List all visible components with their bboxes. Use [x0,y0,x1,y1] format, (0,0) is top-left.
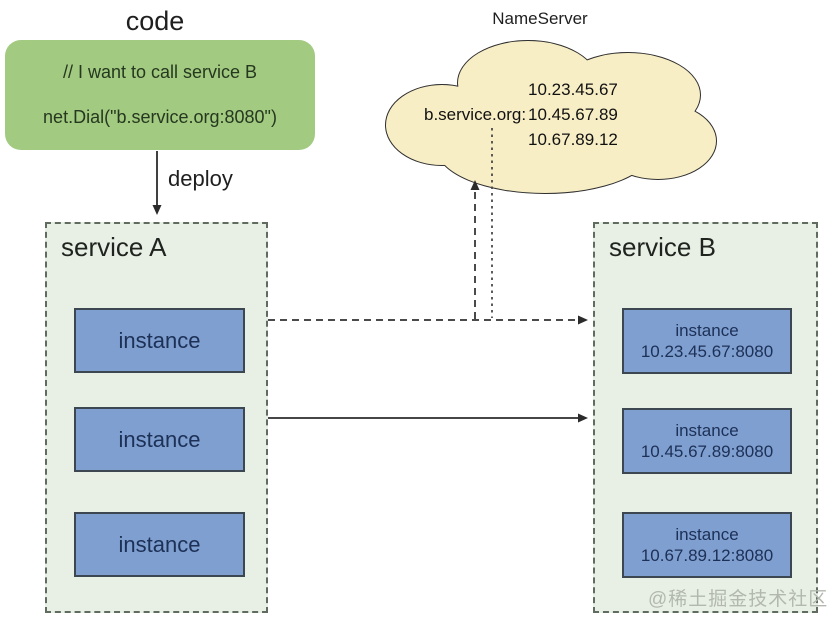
code-call-line: net.Dial("b.service.org:8080") [43,107,277,127]
code-section-title: code [125,6,185,36]
service-b-instance-3: instance 10.67.89.12:8080 [622,512,792,578]
instance-address: 10.23.45.67:8080 [640,342,774,361]
instance-label: instance [118,327,201,353]
nameserver-ip: 10.23.45.67 [528,80,618,99]
deploy-label: deploy [168,166,233,191]
nameserver-domain-label: b.service.org: [424,104,527,124]
nameserver-title: NameServer [492,9,588,28]
watermark: @稀土掘金技术社区 [648,589,829,610]
service-b-title: service B [609,232,716,262]
service-a-title: service A [61,232,167,262]
nameserver-cloud [385,40,717,194]
instance-label: instance [675,421,739,440]
instance-label: instance [118,531,201,557]
service-b-instance-2: instance 10.45.67.89:8080 [622,408,792,474]
instance-address: 10.67.89.12:8080 [640,546,774,565]
instance-label: instance [675,321,739,340]
nameserver-ip: 10.67.89.12 [528,130,618,149]
instance-label: instance [675,525,739,544]
service-a-instance-2: instance [74,407,245,472]
instance-address: 10.45.67.89:8080 [640,442,774,461]
instance-label: instance [118,426,201,452]
code-box: // I want to call service B net.Dial("b.… [5,40,315,150]
nameserver-ip-list: 10.23.45.67 10.45.67.89 10.67.89.12 [528,77,618,152]
service-a-instance-3: instance [74,512,245,577]
code-comment-line: // I want to call service B [62,62,258,82]
service-b-instance-1: instance 10.23.45.67:8080 [622,308,792,374]
nameserver-record: b.service.org: 10.23.45.67 10.45.67.89 1… [424,77,618,152]
service-a-instance-1: instance [74,308,245,373]
nameserver-ip: 10.45.67.89 [528,105,618,124]
service-a-box: service A instance instance instance [45,222,268,613]
service-b-box: service B instance 10.23.45.67:8080 inst… [593,222,818,613]
